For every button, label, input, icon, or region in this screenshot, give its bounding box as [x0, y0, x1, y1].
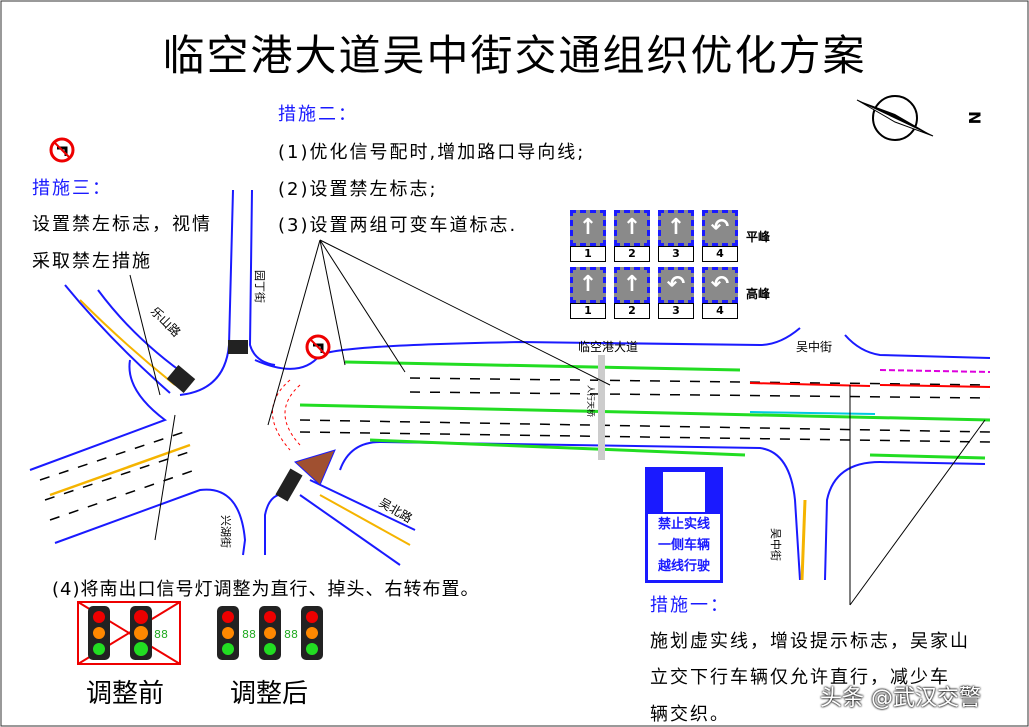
measure1-heading: 措施一：	[650, 595, 730, 616]
countdown: 88	[284, 628, 298, 641]
countdown: 88	[242, 628, 256, 641]
pedestrian-bridge	[598, 355, 605, 460]
offpeak-label: 平峰	[746, 230, 771, 244]
road-label-wuzhong: 吴中街	[796, 339, 832, 354]
lane-sign-row-offpeak: ↑1 ↑2 ↑3 ↶4 平峰	[570, 210, 770, 262]
measure2-item: (1)优化信号配时,增加路口导向线;	[278, 142, 586, 163]
measure4-text: (4)将南出口信号灯调整为直行、掉头、右转布置。	[52, 579, 480, 600]
measure3-heading: 措施三：	[32, 178, 112, 199]
compass-icon	[856, 95, 934, 141]
peak-label: 高峰	[746, 287, 771, 301]
road-label-xinghu: 兴湖街	[219, 515, 233, 548]
traffic-lights-after	[217, 606, 323, 660]
bridge-label: 人行天桥	[586, 385, 596, 417]
camera-icon	[663, 472, 705, 512]
measure3-line: 采取禁左措施	[32, 251, 152, 272]
before-label: 调整前	[86, 679, 165, 709]
measure2-item: (3)设置两组可变车道标志.	[278, 215, 518, 236]
leader-lines	[129, 239, 986, 606]
no-left-turn-sign-icon	[305, 334, 331, 360]
no-left-turn-sign-icon	[49, 137, 75, 163]
countdown: 88	[154, 628, 168, 641]
road-label-wuzhong-south: 吴中街	[769, 528, 783, 561]
road-label-main: 临空港大道	[578, 340, 638, 354]
measure1-line: 辆交织。	[650, 704, 730, 725]
road-label-leshan: 乐山路	[148, 304, 184, 340]
measure2-item: (2)设置禁左标志;	[278, 179, 438, 200]
traffic-lights-before	[88, 606, 152, 660]
measure1-line: 立交下行车辆仅允许直行，减少车	[650, 667, 950, 688]
after-label: 调整后	[230, 679, 309, 709]
page-title: 临空港大道吴中街交通组织优化方案	[162, 31, 867, 80]
medians	[299, 360, 991, 460]
measure2-heading: 措施二：	[278, 104, 358, 125]
measure1-line: 施划虚实线，增设提示标志，吴家山	[650, 631, 970, 652]
info-sign: 禁止实线 一侧车辆 越线行驶	[645, 467, 723, 583]
road-label-yuanding: 园丁街	[253, 270, 267, 303]
watermark: 头条 @武汉交警	[820, 686, 981, 711]
lane-markings	[39, 377, 991, 521]
north-label: N	[965, 111, 984, 124]
lane-sign-row-peak: ↑1 ↑2 ↶3 ↶4 高峰	[570, 267, 770, 319]
crosswalks	[166, 340, 303, 502]
yellow-line	[49, 443, 191, 497]
measure3-line: 设置禁左标志，视情	[32, 214, 212, 235]
